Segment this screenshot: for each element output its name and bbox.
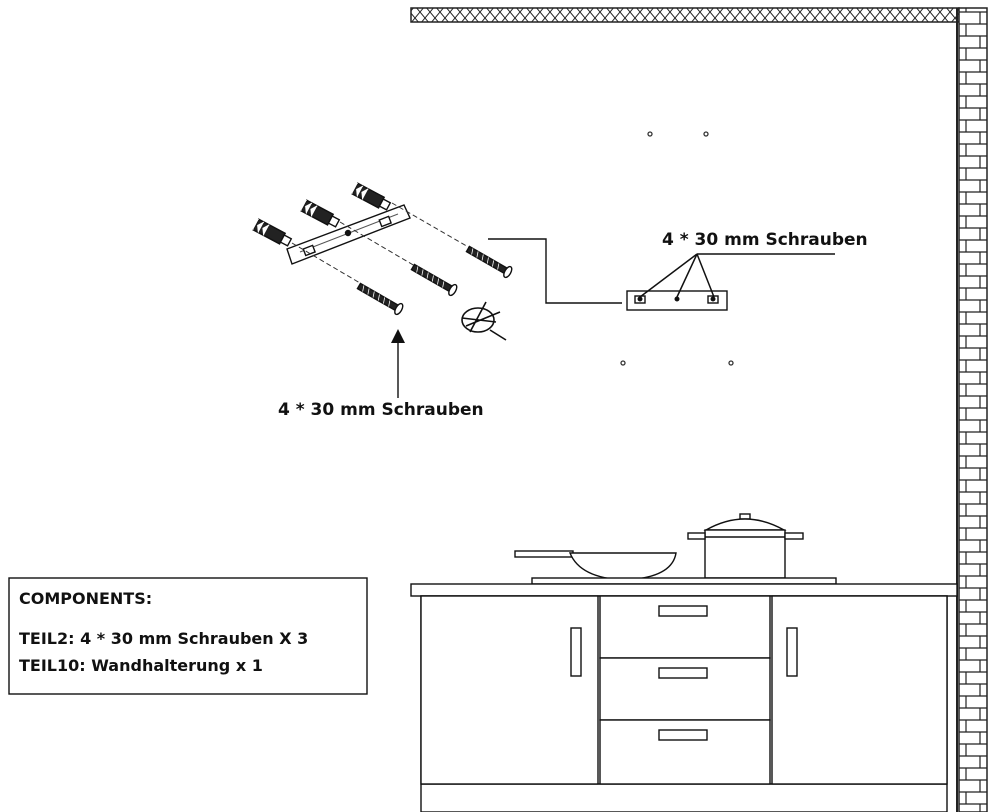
- brick-wall: [956, 7, 988, 812]
- ceiling: [410, 7, 960, 23]
- screw: [410, 263, 458, 297]
- cabinet-handle-left: [570, 627, 582, 677]
- drawer-top: [599, 595, 771, 659]
- callout-left-label: 4 * 30 mm Schrauben: [278, 400, 484, 420]
- components-title: COMPONENTS:: [19, 589, 152, 608]
- drill-hole: [703, 131, 709, 137]
- components-item: TEIL2: 4 * 30 mm Schrauben X 3: [19, 629, 308, 648]
- screw: [356, 282, 404, 316]
- drill-hole: [620, 360, 626, 366]
- drawer-middle: [599, 657, 771, 721]
- kitchen-counter: [410, 577, 958, 812]
- cabinet-handle-right: [786, 627, 798, 677]
- cabinet-door-right: [771, 595, 948, 785]
- wall-plug: [299, 199, 341, 228]
- callout-right-label: 4 * 30 mm Schrauben: [662, 230, 868, 250]
- screw: [465, 245, 513, 279]
- wall-plug: [350, 182, 392, 211]
- cooking-pot: [687, 513, 804, 579]
- drawer-handle: [658, 729, 708, 741]
- screwdriver-icon: [461, 301, 507, 341]
- components-box: COMPONENTS: TEIL2: 4 * 30 mm Schrauben X…: [8, 577, 368, 695]
- mounted-wall-bracket: [626, 253, 835, 311]
- leader-line: [488, 238, 622, 304]
- drill-holes: [620, 131, 734, 366]
- drill-hole: [647, 131, 653, 137]
- drill-hole: [728, 360, 734, 366]
- drawer-handle: [658, 667, 708, 679]
- wall-plug: [251, 218, 293, 247]
- wok-pan: [514, 550, 677, 581]
- exploded-bracket-assembly: [251, 182, 513, 341]
- drawer-handle: [658, 605, 708, 617]
- cabinet-door-left: [420, 595, 599, 785]
- components-item: TEIL10: Wandhalterung x 1: [19, 656, 263, 675]
